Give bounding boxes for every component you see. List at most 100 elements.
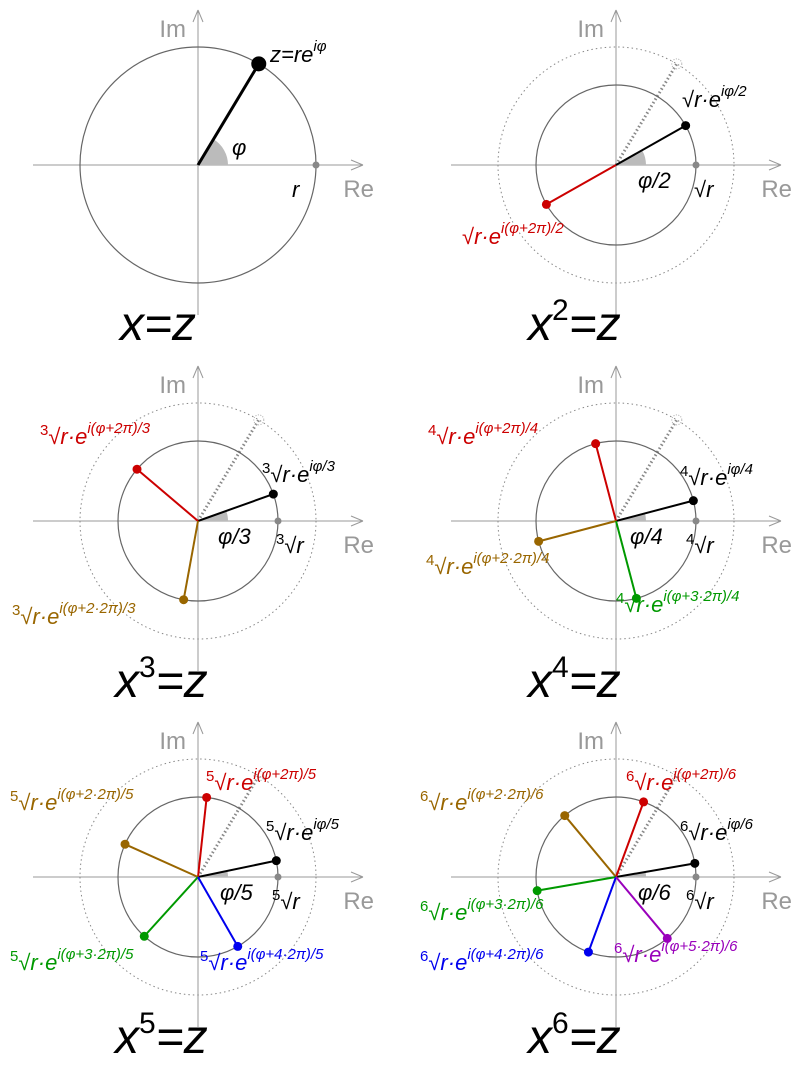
- real-axis-arrow-icon: [768, 871, 782, 883]
- equation-rhs: =z: [569, 655, 621, 708]
- root-base-text: √r·e: [20, 604, 59, 629]
- root-exponent-text: i(φ+2π)/6: [673, 766, 736, 783]
- root-index-prefix: 6: [420, 788, 428, 805]
- root-index-prefix: 5: [206, 768, 214, 785]
- root-base-text: √r·e: [688, 465, 727, 490]
- equation-exponent: 6: [552, 1007, 569, 1040]
- root-exponent-text: i(φ+3·2π)/5: [57, 946, 134, 963]
- root-exponent-text: iφ/5: [313, 816, 339, 833]
- radius-base-text: √r: [284, 533, 305, 558]
- root-point-k5: [662, 933, 672, 943]
- real-axis-arrow-icon: [350, 871, 364, 883]
- root-label-k2: 4√r·ei(φ+2·2π)/4: [426, 550, 549, 579]
- equation: x6=z: [526, 1007, 621, 1064]
- root-base-text: √r·e: [274, 820, 313, 845]
- radius-index-prefix: 6: [686, 887, 694, 904]
- root-label-k0: 4√r·eiφ/4: [680, 461, 753, 490]
- im-axis-label: Im: [159, 372, 186, 399]
- panel-n3: ImRe3√r·eiφ/33√r·ei(φ+2π)/33√r·ei(φ+2·2π…: [12, 365, 374, 708]
- root-exponent-text: i(φ+3·2π)/4: [663, 588, 739, 605]
- root-ray-k1: [136, 468, 199, 522]
- root-base-text: √r·e: [428, 950, 467, 975]
- root-point-k0: [690, 858, 700, 868]
- radius-base-text: √r: [280, 889, 301, 914]
- root-point-k1: [639, 797, 649, 807]
- root-index-prefix: 5: [10, 948, 18, 965]
- root-point-k1: [132, 464, 142, 474]
- imaginary-axis-arrow-icon: [610, 365, 622, 379]
- radius-point: [692, 517, 700, 525]
- imaginary-axis-arrow-icon: [192, 365, 204, 379]
- angle-label: φ/6: [638, 880, 671, 905]
- root-index-prefix: 6: [614, 940, 622, 957]
- root-label-k1: 5√r·ei(φ+2π)/5: [206, 766, 317, 795]
- root-exponent-text: i(φ+5·2π)/6: [661, 938, 738, 955]
- root-label-k0: 3√r·eiφ/3: [262, 458, 336, 487]
- root-ray-k4: [587, 876, 617, 953]
- radius-point: [692, 161, 700, 169]
- root-label-k4: 6√r·ei(φ+4·2π)/6: [420, 946, 544, 975]
- root-point-k3: [631, 593, 641, 603]
- re-axis-label: Re: [761, 888, 792, 915]
- root-ray-k4: [197, 876, 239, 947]
- modulus-circle-dotted: [79, 402, 317, 640]
- equation-base: x: [113, 655, 141, 708]
- root-point-k3: [139, 931, 149, 941]
- im-axis-label: Im: [577, 728, 604, 755]
- real-axis-arrow-icon: [350, 159, 364, 171]
- im-axis-label: Im: [577, 16, 604, 43]
- root-point-k3: [532, 886, 542, 896]
- root-ray-k5: [615, 876, 669, 940]
- root-ray-k3: [537, 876, 617, 892]
- root-point-k0: [688, 496, 698, 506]
- root-index-prefix: 5: [200, 948, 208, 965]
- root-ray-k1: [615, 801, 645, 878]
- equation-rhs: =z: [569, 1011, 621, 1064]
- root-exponent-text: i(φ+3·2π)/6: [467, 896, 544, 913]
- equation-rhs: =z: [156, 1011, 208, 1064]
- root-index-prefix: 6: [420, 948, 428, 965]
- equation: x2=z: [526, 294, 621, 351]
- radius-index-prefix: 3: [276, 531, 284, 548]
- radius-label: 3√r: [276, 531, 305, 558]
- real-axis-arrow-icon: [768, 515, 782, 527]
- root-ray-k0: [615, 862, 695, 878]
- root-base-text: √r·e: [688, 820, 727, 845]
- z-point-ghost-icon: [671, 770, 683, 782]
- real-axis-arrow-icon: [768, 159, 782, 171]
- root-base-text: √r·e: [270, 462, 309, 487]
- re-axis-label: Re: [761, 532, 792, 559]
- root-base-text: √r·e: [634, 770, 673, 795]
- root-index-prefix: 4: [426, 552, 434, 569]
- equation-exponent: 4: [552, 651, 569, 684]
- root-index-prefix: 5: [266, 818, 274, 835]
- radius-base-text: r: [292, 177, 301, 202]
- root-exponent-text: iφ: [313, 38, 326, 55]
- root-exponent-text: iφ/4: [727, 461, 753, 478]
- angle-label: φ/3: [218, 524, 251, 549]
- root-point-k1: [541, 199, 551, 209]
- z-point-ghost-icon: [671, 414, 683, 426]
- equation-base: x: [526, 298, 554, 351]
- root-exponent-text: i(φ+4·2π)/5: [247, 946, 324, 963]
- root-label-k2: 6√r·ei(φ+2·2π)/6: [420, 786, 544, 815]
- modulus-circle-dotted: [497, 402, 735, 640]
- root-index-prefix: 3: [262, 460, 270, 477]
- root-point-k4: [583, 947, 593, 957]
- root-ray-k0: [196, 63, 261, 166]
- root-index-prefix: 3: [12, 602, 20, 619]
- root-ray-k0: [197, 493, 274, 522]
- root-point-k4: [233, 941, 243, 951]
- root-base-text: √r·e: [682, 87, 721, 112]
- root-index-prefix: 6: [680, 818, 688, 835]
- z-point-ghost-icon: [671, 58, 683, 70]
- panel-n4: ImRe4√r·eiφ/44√r·ei(φ+2π)/44√r·ei(φ+2·2π…: [426, 365, 792, 708]
- radius-label: 6√r: [686, 887, 715, 914]
- angle-label: φ/2: [638, 168, 671, 193]
- root-point-k2: [560, 811, 570, 821]
- radius-label: 4√r: [686, 531, 715, 558]
- z-point-ghost-icon: [253, 770, 265, 782]
- root-base-text: √r·e: [622, 942, 661, 967]
